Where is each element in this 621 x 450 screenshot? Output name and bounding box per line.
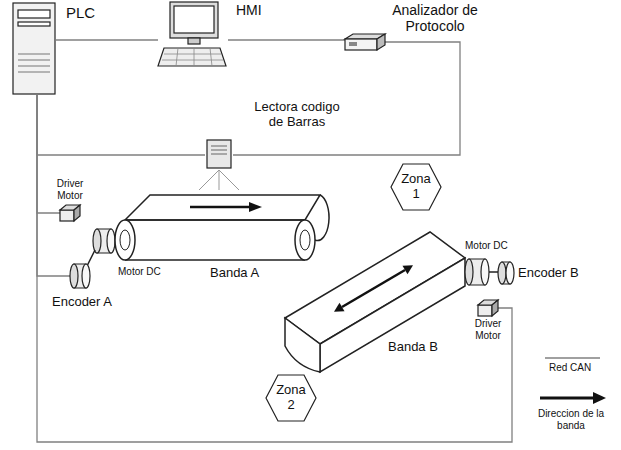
dc-motor-icon (465, 256, 489, 288)
motor-driver: Driver Motor (60, 205, 80, 221)
legend-text: Direccion de la banda (530, 408, 612, 431)
node-label: PLC (66, 4, 95, 21)
barcode-reader-icon (205, 138, 233, 170)
encoder: Encoder A (70, 262, 90, 290)
can-connector (37, 95, 205, 155)
encoder-icon (70, 262, 90, 290)
can-connector (228, 39, 345, 40)
zone-hexagon: Zona 2 (265, 374, 317, 422)
node-label: Analizador de Protocolo (385, 2, 485, 34)
node-label: Zona 2 (271, 383, 311, 413)
hmi-computer-icon (158, 0, 228, 72)
node-label: HMI (236, 2, 262, 18)
motor-driver-icon (60, 205, 80, 221)
node-label: Driver Motor (470, 318, 506, 341)
protocol-analyzer: Analizador de Protocolo (345, 34, 385, 50)
node-label: Driver Motor (44, 178, 96, 201)
protocol-analyzer-icon (345, 34, 385, 50)
node-label: Encoder A (52, 295, 112, 310)
can-connector (56, 39, 158, 40)
dc-motor: Motor DC (93, 226, 115, 256)
dc-motor: Motor DC (465, 256, 489, 288)
node-label: Banda A (210, 266, 259, 281)
can-connector (37, 95, 60, 213)
encoder: Encoder B (498, 260, 514, 286)
direction-arrow-head (593, 392, 606, 404)
plc-tower: PLC (12, 2, 56, 95)
legend-text: Red CAN (549, 362, 591, 374)
encoder-icon (498, 260, 514, 286)
conveyor-belt: Banda B (280, 225, 470, 375)
motor-driver-icon (478, 300, 498, 316)
motor-driver: Driver Motor (478, 300, 498, 316)
dc-motor-icon (93, 226, 115, 256)
node-label: Lectora codigo de Barras (251, 100, 343, 130)
node-label: Encoder B (518, 266, 579, 281)
node-label: Motor DC (118, 266, 161, 278)
zone-hexagon: Zona 1 (390, 163, 442, 211)
plc-tower-icon (12, 2, 56, 95)
hmi-computer: HMI (158, 0, 228, 72)
conveyor-belt: Banda A (110, 192, 325, 262)
direction-arrow-sample (540, 397, 595, 400)
node-label: Banda B (388, 340, 438, 355)
conveyor-belt-icon (280, 225, 470, 375)
node-label: Motor DC (465, 240, 508, 252)
barcode-reader: Lectora codigo de Barras (205, 138, 233, 170)
can-line-sample (545, 357, 600, 358)
conveyor-belt-icon (110, 192, 325, 262)
can-connector (37, 95, 512, 442)
can-connector (233, 42, 460, 155)
node-label: Zona 1 (396, 172, 436, 202)
